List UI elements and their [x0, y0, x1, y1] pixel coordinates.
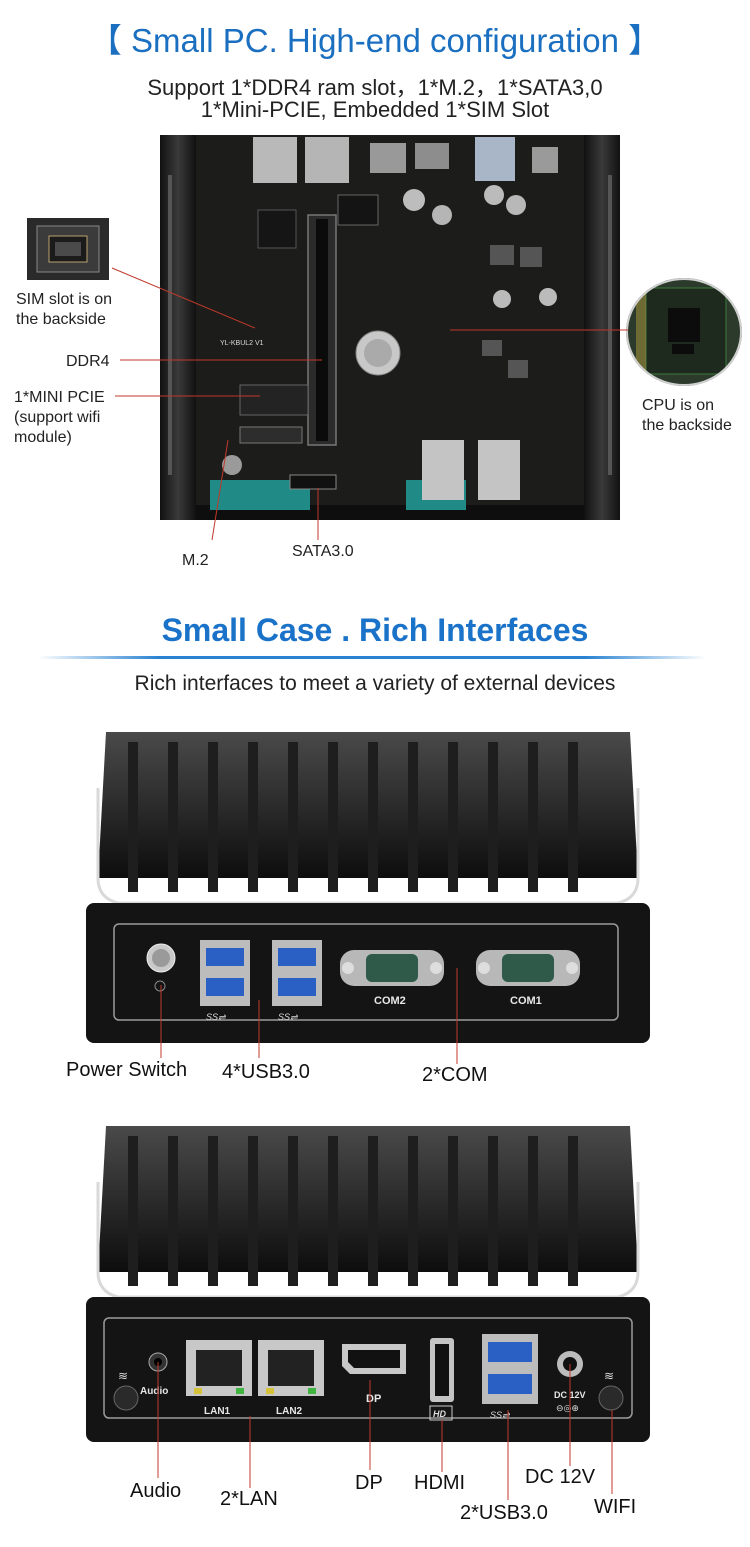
com1-port-label: COM1 — [510, 995, 542, 1007]
front-ss-logo-2: SS⇌ — [278, 1012, 299, 1022]
sim-slot-inset — [27, 218, 109, 280]
dc-polarity-icon: ⊖◎⊕ — [556, 1404, 579, 1414]
rear-usb-callout: 2*USB3.0 — [460, 1502, 548, 1524]
lan2-port-label: LAN2 — [276, 1406, 303, 1417]
front-usb-callout: 4*USB3.0 — [222, 1061, 310, 1083]
minipcie-label-line3: module) — [14, 429, 72, 446]
com-callout: 2*COM — [422, 1064, 488, 1086]
rear-ss-logo: SS⇌ — [490, 1410, 511, 1420]
com2-port-label: COM2 — [374, 995, 406, 1007]
section1-callout-lines — [111, 267, 628, 541]
board-silkscreen: YL-KBUL2 V1 — [220, 340, 264, 347]
sata-label: SATA3.0 — [292, 543, 354, 560]
minipcie-label-line1: 1*MINI PCIE — [14, 389, 105, 406]
hdmi-callout: HDMI — [414, 1472, 466, 1494]
wifi-callout: WIFI — [594, 1496, 637, 1518]
section1-title: 【 Small PC. High-end configuration 】 — [88, 22, 662, 59]
section2-subtitle: Rich interfaces to meet a variety of ext… — [134, 672, 616, 695]
section2-title: Small Case . Rich Interfaces — [161, 612, 589, 648]
cpu-label-line2: the backside — [642, 417, 732, 434]
m2-label: M.2 — [182, 552, 209, 569]
wifi-icon-right: ≋ — [604, 1369, 614, 1383]
dc-callout: DC 12V — [525, 1466, 596, 1488]
motherboard-photo: YL-KBUL2 V1 — [160, 135, 620, 520]
cpu-inset — [626, 278, 742, 386]
section1-subtitle-line1: Support 1*DDR4 ram slot，1*M.2，1*SATA3,0 — [147, 75, 603, 100]
audio-callout: Audio — [130, 1480, 182, 1502]
wifi-icon-left: ≋ — [118, 1369, 128, 1383]
front-ss-logo-1: SS⇌ — [206, 1012, 227, 1022]
sim-label-line2: the backside — [16, 311, 106, 328]
lan-callout: 2*LAN — [220, 1488, 278, 1510]
title-divider — [38, 656, 706, 659]
power-switch-callout: Power Switch — [66, 1059, 188, 1081]
audio-port-label: Audio — [140, 1386, 168, 1397]
section1-subtitle-line2: 1*Mini-PCIE, Embedded 1*SIM Slot — [200, 97, 550, 122]
dp-callout: DP — [355, 1472, 383, 1494]
front-case-photo: COM2 COM1 SS⇌ SS⇌ — [86, 732, 650, 1043]
hd-logo: HD — [433, 1409, 446, 1419]
sim-label-line1: SIM slot is on — [16, 291, 113, 308]
ddr4-label: DDR4 — [66, 353, 110, 370]
rear-case-photo: ≋ ≋ Audio LAN1 LAN2 DP HD SS⇌ DC 12V ⊖◎⊕ — [86, 1126, 650, 1442]
cpu-label-line1: CPU is on — [642, 397, 715, 414]
lan1-port-label: LAN1 — [204, 1406, 231, 1417]
minipcie-label-line2: (support wifi — [14, 409, 101, 426]
